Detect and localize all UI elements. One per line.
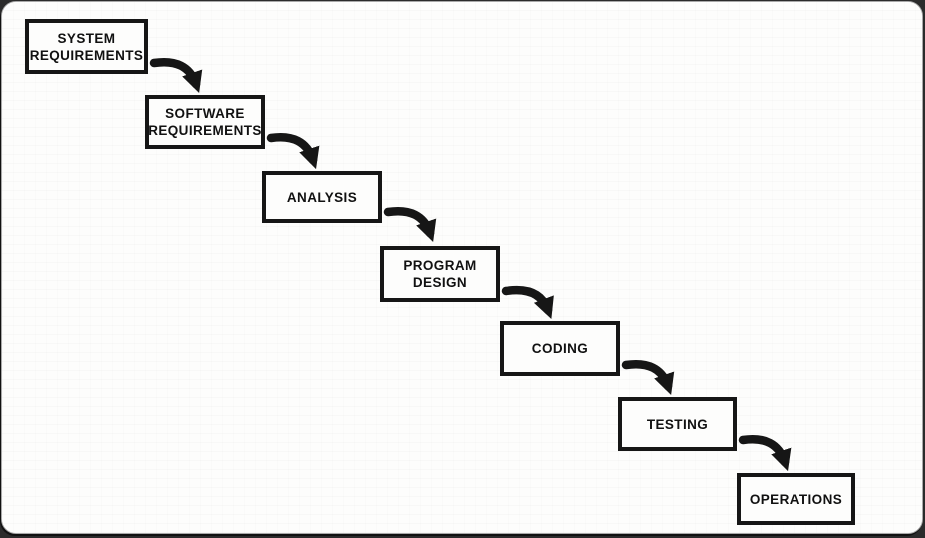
- flow-arrow-3: [383, 206, 437, 243]
- flow-arrow-6: [738, 435, 792, 472]
- stage-label: CODING: [531, 341, 589, 356]
- flow-arrow-2: [266, 133, 320, 170]
- stage-box-coding: CODING: [500, 321, 620, 376]
- stage-label: PROGRAM DESIGN: [403, 258, 477, 290]
- stage-box-analysis: ANALYSIS: [262, 171, 382, 223]
- stage-box-testing: TESTING: [618, 397, 737, 451]
- stage-box-operations: OPERATIONS: [737, 473, 855, 525]
- stage-label: TESTING: [646, 416, 709, 432]
- flow-arrow-4: [501, 285, 554, 319]
- stage-label: SYSTEM REQUIREMENTS: [29, 30, 144, 63]
- stage-box-program-design: PROGRAM DESIGN: [380, 246, 500, 302]
- stage-label: SOFTWARE REQUIREMENTS: [148, 106, 262, 138]
- stage-box-software-requirements: SOFTWARE REQUIREMENTS: [145, 95, 265, 149]
- flow-arrow-1: [149, 57, 203, 94]
- flow-arrow-5: [621, 359, 675, 396]
- stage-label: ANALYSIS: [286, 189, 358, 205]
- stage-box-system-requirements: SYSTEM REQUIREMENTS: [25, 19, 148, 74]
- stage-label: OPERATIONS: [749, 491, 843, 507]
